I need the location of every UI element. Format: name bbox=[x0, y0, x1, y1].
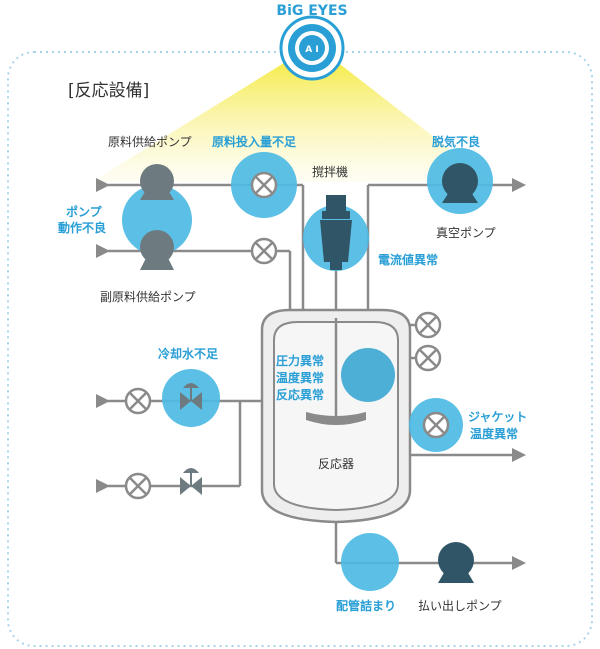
section-title: [反応設備] bbox=[68, 81, 149, 101]
valve-icon bbox=[414, 311, 442, 339]
label-sub-raw-feed-pump: 副原料供給ポンプ bbox=[100, 290, 196, 304]
raw-feed-pump-icon bbox=[140, 164, 174, 200]
control-valve-icon bbox=[180, 383, 202, 410]
ai-vision-beam bbox=[92, 58, 492, 182]
discharge-pump-icon bbox=[438, 542, 474, 583]
brand-name: BiG EYES bbox=[276, 3, 347, 19]
valve-icon bbox=[124, 472, 152, 500]
valve-icon bbox=[250, 237, 278, 265]
control-valve-icon bbox=[180, 468, 202, 495]
alert-text-current: 電流値異常 bbox=[378, 252, 438, 267]
valve-icon bbox=[422, 411, 450, 439]
label-agitator: 撹拌機 bbox=[312, 164, 348, 179]
label-raw-feed-pump: 原料供給ポンプ bbox=[108, 135, 192, 149]
alert-pump-failure bbox=[122, 185, 192, 255]
alert-text-cooling-water: 冷却水不足 bbox=[158, 346, 218, 361]
sub-raw-feed-pump-icon bbox=[140, 230, 174, 270]
alert-text-degassing: 脱気不良 bbox=[432, 134, 480, 149]
alert-text-pressure: 圧力異常 bbox=[276, 353, 324, 368]
label-discharge-pump: 払い出しポンプ bbox=[418, 599, 502, 613]
reactor-label: 反応器 bbox=[318, 457, 354, 471]
valve-icon bbox=[414, 344, 442, 372]
valve-icon bbox=[124, 387, 152, 415]
alert-pipe-clogging bbox=[341, 533, 399, 591]
vacuum-pump-icon bbox=[442, 163, 478, 203]
reactor-vessel bbox=[260, 308, 412, 524]
ai-logo-text: A I bbox=[305, 45, 318, 55]
valve-icon bbox=[250, 171, 278, 199]
alert-text-jacket-1: ジャケット bbox=[468, 410, 527, 424]
alert-text-pump-failure-2: 動作不良 bbox=[58, 220, 106, 235]
alert-pressure-temp-reaction bbox=[341, 348, 395, 402]
alert-text-reaction: 反応異常 bbox=[276, 387, 324, 402]
alert-text-pump-failure-1: ポンプ bbox=[66, 204, 103, 219]
label-vacuum-pump: 真空ポンプ bbox=[436, 226, 496, 240]
alert-text-temperature: 温度異常 bbox=[276, 370, 324, 385]
alert-text-pipe-clogging: 配管詰まり bbox=[336, 598, 396, 613]
jacket-outlet-line bbox=[408, 448, 526, 462]
ai-eye-logo-icon: A I bbox=[279, 15, 345, 81]
alert-text-feed-amount: 原料投入量不足 bbox=[212, 134, 296, 149]
alert-text-jacket-2: 温度異常 bbox=[470, 426, 518, 441]
agitator-motor-icon bbox=[320, 195, 352, 270]
